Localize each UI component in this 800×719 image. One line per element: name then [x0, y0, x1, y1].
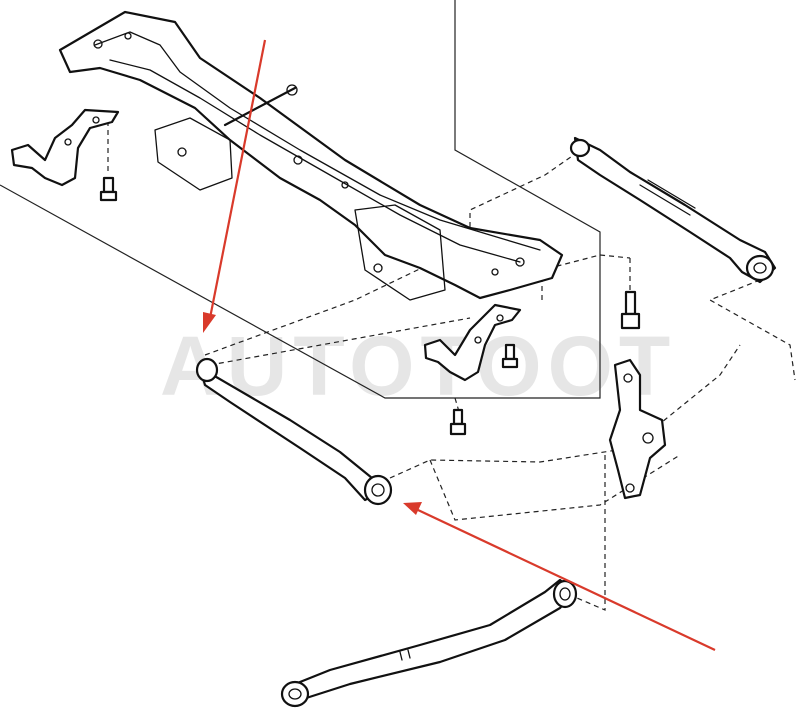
- bolt-3: [501, 343, 519, 369]
- knuckle-bracket: [608, 358, 667, 500]
- bolt-4: [449, 408, 467, 436]
- upper-adjustable-control-arm: [569, 136, 777, 284]
- frame-lines: [0, 0, 601, 399]
- assembly-guide-lines: [107, 112, 796, 611]
- arrow-top: [203, 39, 267, 333]
- mounting-bracket-left: [10, 108, 120, 187]
- mounting-bolts: [99, 176, 641, 436]
- bolt-1: [99, 176, 118, 202]
- mounting-bracket-right: [423, 303, 522, 382]
- lower-trailing-arm: [280, 578, 578, 708]
- arrow-bottom-right: [403, 502, 716, 651]
- lateral-link-arm: [195, 357, 393, 506]
- rear-crossmember-subframe: [58, 10, 564, 301]
- bolt-2: [620, 290, 641, 330]
